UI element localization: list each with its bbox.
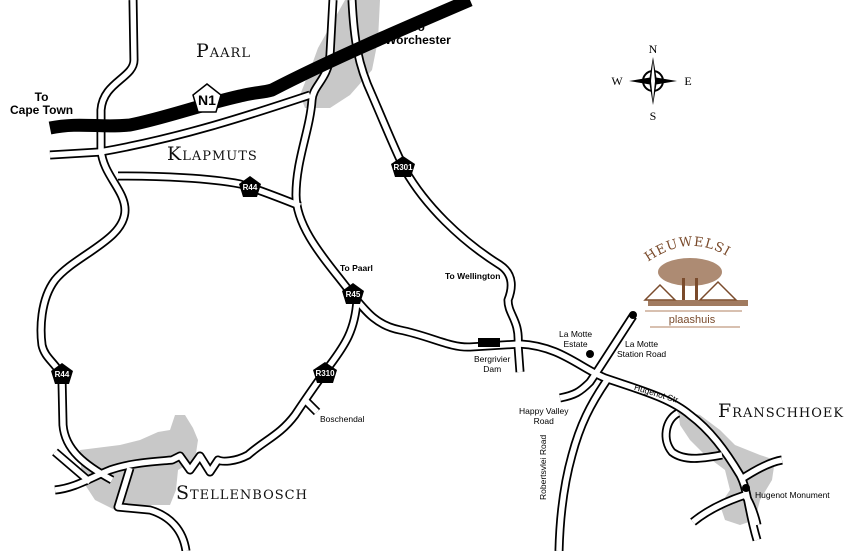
road-robertsvlei-fill — [556, 378, 610, 551]
road-klapmuts-east-fill — [49, 92, 311, 158]
shield-r301-label: R301 — [393, 163, 413, 172]
shield-r310-label: R310 — [315, 369, 335, 378]
la-motte-station-marker — [629, 311, 637, 319]
road-monument-east-fill — [738, 457, 783, 483]
label-la-motte-station-road: La Motte Station Road — [617, 339, 667, 359]
la-motte-estate-marker — [586, 350, 594, 358]
compass-e: E — [684, 74, 691, 88]
logo-subtitle: plaashuis — [669, 314, 716, 326]
town-paarl: Paarl — [196, 40, 251, 62]
shield-n1-label: N1 — [198, 92, 216, 108]
road-r310-fill — [54, 299, 360, 493]
road-r44-klapmuts-fill — [117, 173, 302, 209]
road-west-loop — [36, 0, 139, 484]
bergrivier-dam-marker — [478, 338, 500, 347]
shield-r44-north-label: R44 — [243, 183, 258, 192]
label-to-worchester: To Worchester — [385, 20, 451, 47]
road-boschendal-spur-fill — [304, 399, 319, 414]
label-to-wellington: To Wellington — [445, 271, 501, 281]
road-r301-fill — [349, 0, 523, 373]
shield-n1: N1 — [192, 83, 222, 113]
compass-w: W — [611, 74, 623, 88]
town-franschhoek: Franschhoek — [718, 400, 845, 422]
label-boschendal: Boschendal — [320, 414, 365, 424]
shield-r44-west: R44 — [51, 363, 73, 384]
label-bergrivier-dam: Bergrivier Dam — [474, 354, 511, 374]
shield-r310: R310 — [313, 362, 337, 383]
compass-s: S — [650, 109, 657, 123]
tree-icon — [658, 258, 722, 286]
road-la-motte-station-fill — [559, 314, 636, 401]
label-la-motte-estate: La Motte Estate — [559, 329, 593, 349]
label-to-cape-town: To Cape Town — [10, 90, 74, 117]
road-monument-south-fill — [691, 492, 760, 526]
road-stellenbosch-west-fill — [53, 449, 92, 485]
label-hugenot-monument: Hugenot Monument — [755, 490, 830, 500]
road-r45-central-fill — [293, 0, 760, 541]
shield-r44-north: R44 — [239, 176, 261, 197]
label-to-paarl: To Paarl — [340, 263, 373, 273]
road-west-loop-fill — [38, 0, 137, 483]
shield-r45: R45 — [342, 283, 364, 304]
shield-r301: R301 — [391, 156, 415, 177]
hugenot-monument-marker — [742, 484, 750, 492]
compass-rose-icon: N S W E — [611, 42, 691, 123]
n1-highway — [48, 0, 473, 135]
town-stellenbosch: Stellenbosch — [176, 482, 308, 504]
label-happy-valley-road: Happy Valley Road — [519, 406, 569, 426]
compass-n: N — [649, 42, 658, 56]
roads — [36, 0, 783, 551]
road-stellenbosch-south-fill — [115, 467, 189, 551]
roads-inner — [38, 0, 783, 551]
shield-r44-west-label: R44 — [55, 370, 70, 379]
shield-r45-label: R45 — [346, 290, 361, 299]
label-robertsvlei-road: Robertsvlei Road — [538, 434, 548, 500]
town-klapmuts: Klapmuts — [167, 143, 258, 165]
road-franschhoek-loop-fill — [663, 410, 723, 462]
